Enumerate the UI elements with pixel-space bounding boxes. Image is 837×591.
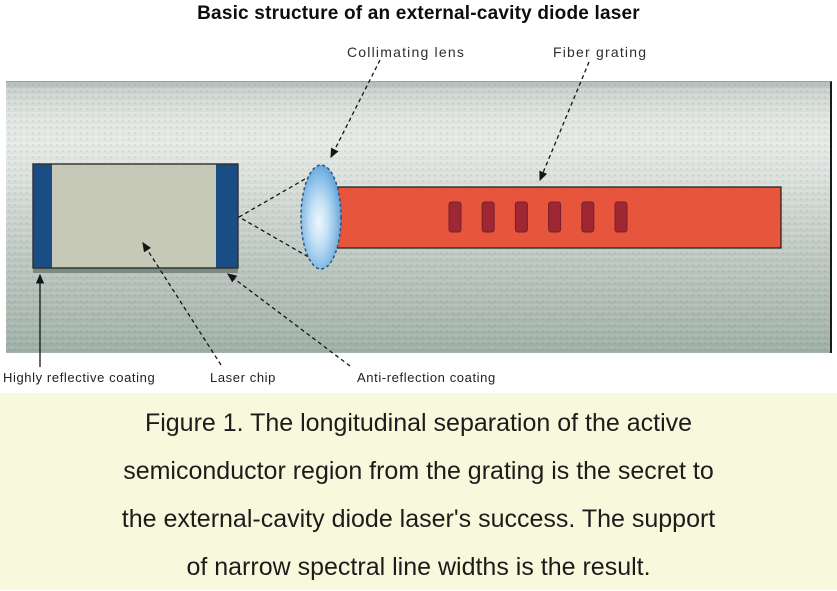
grating-bar <box>514 201 528 233</box>
collimating-lens-label: Collimating lens <box>347 44 466 60</box>
fiber-grating-label: Fiber grating <box>553 44 648 60</box>
laser-chip-label: Laser chip <box>210 370 276 385</box>
caption-line-2: semiconductor region from the grating is… <box>123 457 714 485</box>
highly-reflective-coating-label: Highly reflective coating <box>3 370 156 385</box>
laser-chip-body <box>33 164 238 268</box>
laser-chip-leader <box>142 241 222 366</box>
grating-bar <box>448 201 462 233</box>
laser-chip-outline <box>32 163 239 269</box>
grating-bar <box>481 201 495 233</box>
collimating-lens-leader <box>330 59 381 159</box>
collimating-lens-shape <box>300 164 342 270</box>
caption-line-1: Figure 1. The longitudinal separation of… <box>144 409 693 437</box>
grating-bar <box>614 201 628 233</box>
caption-line-4: of narrow spectral line widths is the re… <box>186 553 651 581</box>
grating-bar <box>581 201 595 233</box>
laser-chip-shadow <box>33 268 238 273</box>
fiber-grating-leader <box>539 61 590 182</box>
highly-reflective-coating-bar <box>33 164 52 268</box>
figure-caption: Figure 1. The longitudinal separation of… <box>0 393 837 590</box>
grating-bar <box>548 201 562 233</box>
diagram-graphics <box>32 59 782 367</box>
anti-reflection-leader <box>226 273 351 367</box>
figure-title: Basic structure of an external-cavity di… <box>197 3 640 24</box>
caption-line-3: the external-cavity diode laser's succes… <box>121 505 716 533</box>
anti-reflection-coating-label: Anti-reflection coating <box>357 370 496 385</box>
laser-chip <box>32 163 239 273</box>
fiber-grating-bars <box>448 201 628 233</box>
anti-reflection-coating-bar <box>216 164 238 268</box>
